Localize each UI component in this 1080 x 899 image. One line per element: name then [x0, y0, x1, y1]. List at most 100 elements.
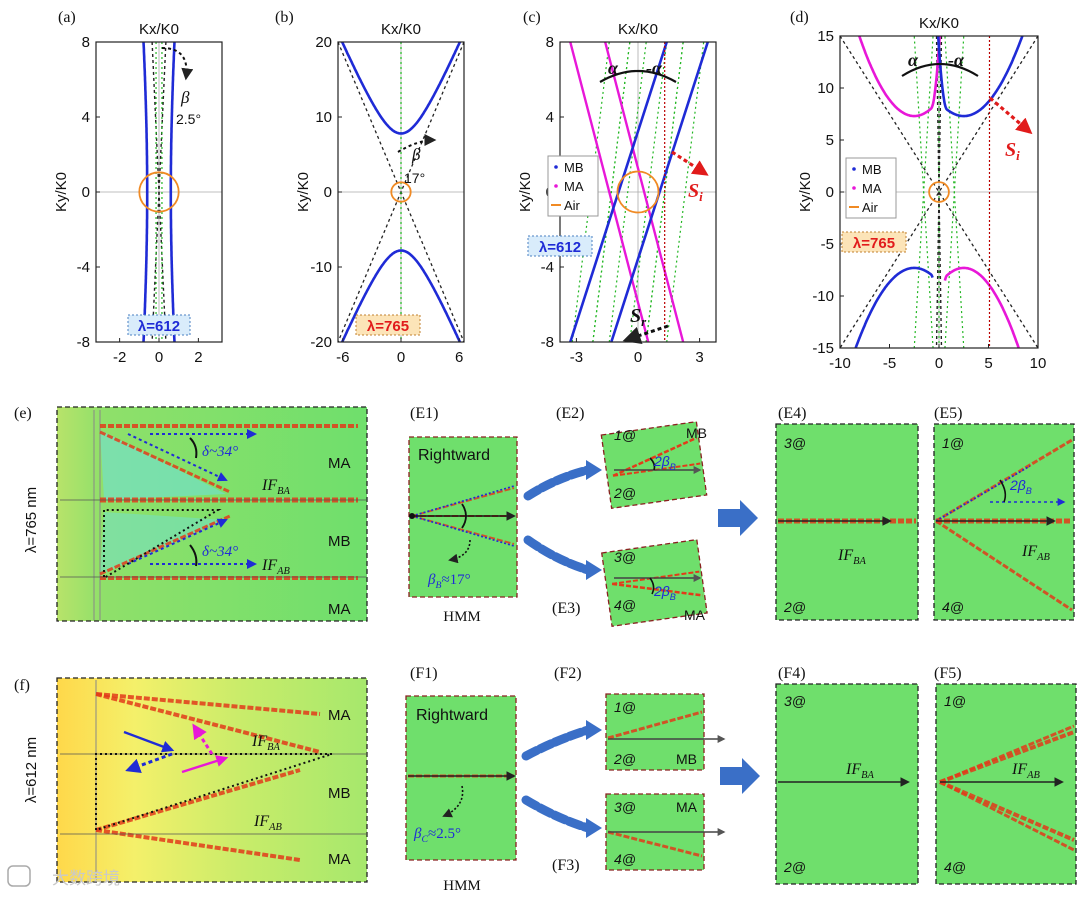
iso-line — [608, 42, 647, 342]
beam — [95, 692, 321, 716]
magenta-arrow — [181, 755, 229, 774]
panel-label: (F3) — [552, 857, 580, 874]
plot-area — [338, 42, 464, 342]
lambda-box — [355, 314, 421, 336]
port-1: 1@ — [944, 693, 966, 709]
y-axis-title: Ky/K0 — [797, 172, 814, 212]
ma-curve — [943, 266, 1021, 348]
mb-curve — [340, 249, 462, 342]
magenta-dash-arrow — [192, 723, 214, 755]
beam — [607, 830, 703, 858]
side-label: λ=765 nm — [23, 487, 40, 553]
port-4: 4@ — [614, 597, 636, 613]
transfer-arrowhead — [586, 720, 602, 740]
two-beta-label: 2βB — [653, 453, 676, 472]
transfer-arrow-up — [521, 725, 593, 761]
air-circle — [616, 170, 660, 214]
angle-arc — [189, 437, 198, 459]
y-tick-label: -4 — [541, 259, 554, 276]
y-tick-label: -5 — [821, 236, 834, 253]
x-tick-label: 0 — [935, 355, 943, 372]
alpha-brace — [901, 62, 979, 77]
watermark-logo-icon — [7, 865, 31, 887]
angle-arc — [189, 544, 198, 567]
lambda-label: λ=765 — [853, 235, 895, 252]
x-tick-label: -6 — [336, 349, 349, 366]
hmm-label: HMM — [443, 878, 481, 894]
asymptote — [840, 36, 1038, 348]
transfer-arrowhead — [586, 460, 602, 480]
y-tick-label: 8 — [82, 34, 90, 51]
port-3: 3@ — [614, 799, 636, 815]
x-axis-title: Kx/K0 — [919, 15, 959, 32]
rightward-label: Rightward — [418, 447, 490, 464]
transfer-arrowhead — [586, 818, 602, 838]
mb-curve — [854, 266, 934, 348]
alpha-brace — [599, 69, 677, 83]
region-mb: MB — [328, 533, 351, 550]
y-tick-label: -8 — [541, 334, 554, 351]
two-beta-label: 2βB — [653, 583, 676, 602]
panel-label: (b) — [275, 9, 294, 26]
port-3: 3@ — [614, 549, 636, 565]
legend-air: Air — [862, 200, 879, 215]
ma-line — [603, 42, 685, 342]
region-ma: MA — [328, 601, 351, 618]
port-2: 2@ — [783, 599, 806, 615]
panel-label: (E5) — [934, 405, 962, 422]
alpha-label: α — [908, 50, 919, 70]
if-ab-label: IFAB — [261, 557, 290, 577]
mb-curve — [142, 42, 149, 342]
y-tick-label: 10 — [315, 109, 332, 126]
beam — [95, 692, 321, 754]
y-tick-label: 0 — [324, 184, 332, 201]
x-tick-label: -2 — [113, 349, 126, 366]
lambda-label: λ=765 — [367, 318, 409, 335]
lambda-box — [841, 231, 907, 253]
x-tick-label: 10 — [1030, 355, 1047, 372]
y-tick-label: 10 — [817, 80, 834, 97]
transfer-arrow-down — [523, 535, 593, 575]
two-beta-label: 2βB — [1009, 477, 1032, 496]
panel-label: (E4) — [778, 405, 806, 422]
x-tick-label: -5 — [883, 355, 896, 372]
field-box — [601, 538, 708, 628]
source-dot — [409, 513, 415, 519]
beam — [935, 519, 1073, 612]
beam — [95, 828, 301, 862]
y-tick-label: 20 — [315, 34, 332, 51]
port-4: 4@ — [614, 851, 636, 867]
x-tick-label: 0 — [634, 349, 642, 366]
alpha-label: α — [608, 58, 619, 78]
panel-label: (c) — [523, 9, 541, 26]
if-ba-label: IFBA — [837, 547, 866, 567]
y-tick-label: 4 — [546, 109, 554, 126]
asymptote — [935, 36, 943, 348]
sr-arrow — [622, 324, 669, 344]
angle-arc — [461, 503, 467, 529]
panel-label: (a) — [58, 9, 76, 26]
watermark: 大数跨境 — [52, 869, 120, 888]
legend-ma-swatch — [852, 186, 856, 190]
field-map-F2 — [605, 693, 705, 771]
angle-arc — [999, 479, 1007, 503]
panel-label: (F2) — [554, 665, 582, 682]
mb-line — [610, 42, 710, 342]
field-map-F5 — [935, 683, 1077, 885]
si-label: Si — [688, 180, 703, 204]
y-tick-label: 15 — [817, 28, 834, 45]
legend-ma: MA — [564, 179, 584, 194]
field-map-F4 — [775, 683, 919, 885]
si-label: Si — [1005, 139, 1020, 163]
legend-mb-swatch — [852, 167, 856, 171]
hmm-label: HMM — [443, 609, 481, 625]
y-tick-label: 8 — [546, 34, 554, 51]
legend-mb: MB — [862, 162, 882, 177]
dir-line — [411, 515, 515, 547]
legend-air: Air — [564, 198, 581, 213]
y-axis-title: Ky/K0 — [295, 172, 312, 212]
panel-label: (F5) — [934, 665, 962, 682]
if-ba-label: IFBA — [251, 733, 280, 753]
